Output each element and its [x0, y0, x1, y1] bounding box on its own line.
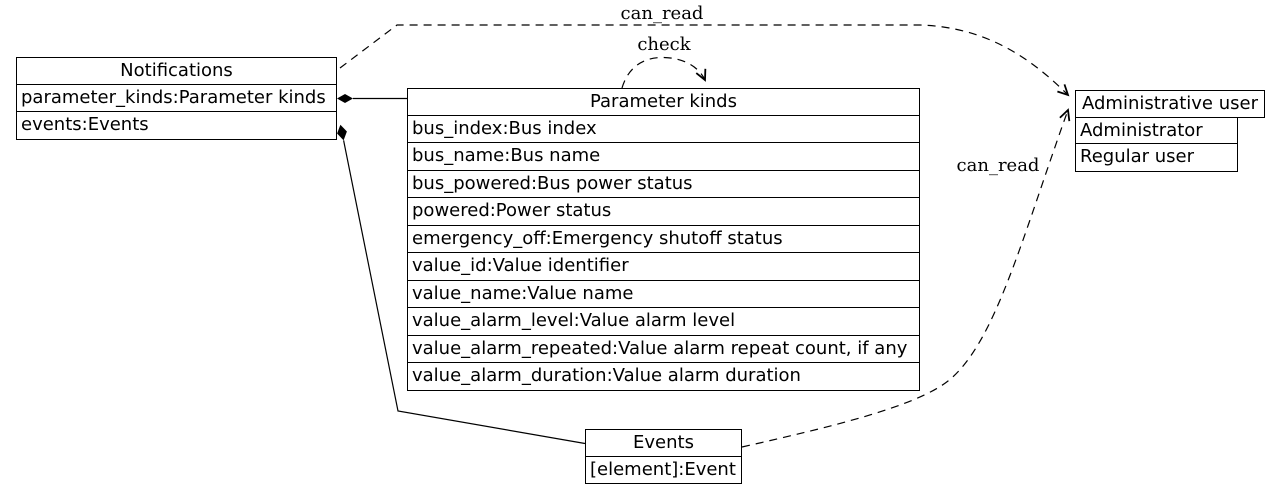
node-notifications: Notifications parameter_kinds:Parameter … [16, 57, 337, 140]
attribute-row: value_alarm_duration:Value alarm duratio… [407, 363, 920, 391]
attribute-row: powered:Power status [407, 198, 920, 226]
edge-can-read-top [339, 24, 1070, 97]
attribute-row: [element]:Event [585, 456, 742, 484]
composition-diamond-icon [337, 124, 347, 141]
attribute-row: value_name:Value name [407, 280, 920, 308]
attribute-row: Administrator [1075, 116, 1238, 144]
attribute-row: events:Events [16, 112, 337, 140]
node-title: Parameter kinds [407, 88, 920, 116]
edge-check-self-loop [621, 56, 707, 89]
node-events: Events [element]:Event [585, 429, 742, 484]
attribute-row: parameter_kinds:Parameter kinds [16, 84, 337, 112]
attribute-row: value_id:Value identifier [407, 253, 920, 281]
node-administrative-user-title: Administrative user [1075, 90, 1265, 118]
edge-label-can-read-bottom: can_read [956, 155, 1040, 176]
attribute-row: bus_index:Bus index [407, 115, 920, 143]
attribute-row: emergency_off:Emergency shutoff status [407, 225, 920, 253]
edge-label-can-read-top: can_read [620, 3, 704, 24]
attribute-row: Regular user [1075, 144, 1238, 172]
attribute-row: bus_powered:Bus power status [407, 170, 920, 198]
node-title: Notifications [16, 57, 337, 85]
node-title: Events [585, 429, 742, 457]
attribute-row: bus_name:Bus name [407, 143, 920, 171]
edge-label-check: check [637, 34, 691, 55]
composition-diamond-icon [337, 94, 353, 103]
node-rows: [element]:Event [585, 456, 742, 484]
attribute-row: value_alarm_repeated:Value alarm repeat … [407, 335, 920, 363]
attribute-row: value_alarm_level:Value alarm level [407, 308, 920, 336]
